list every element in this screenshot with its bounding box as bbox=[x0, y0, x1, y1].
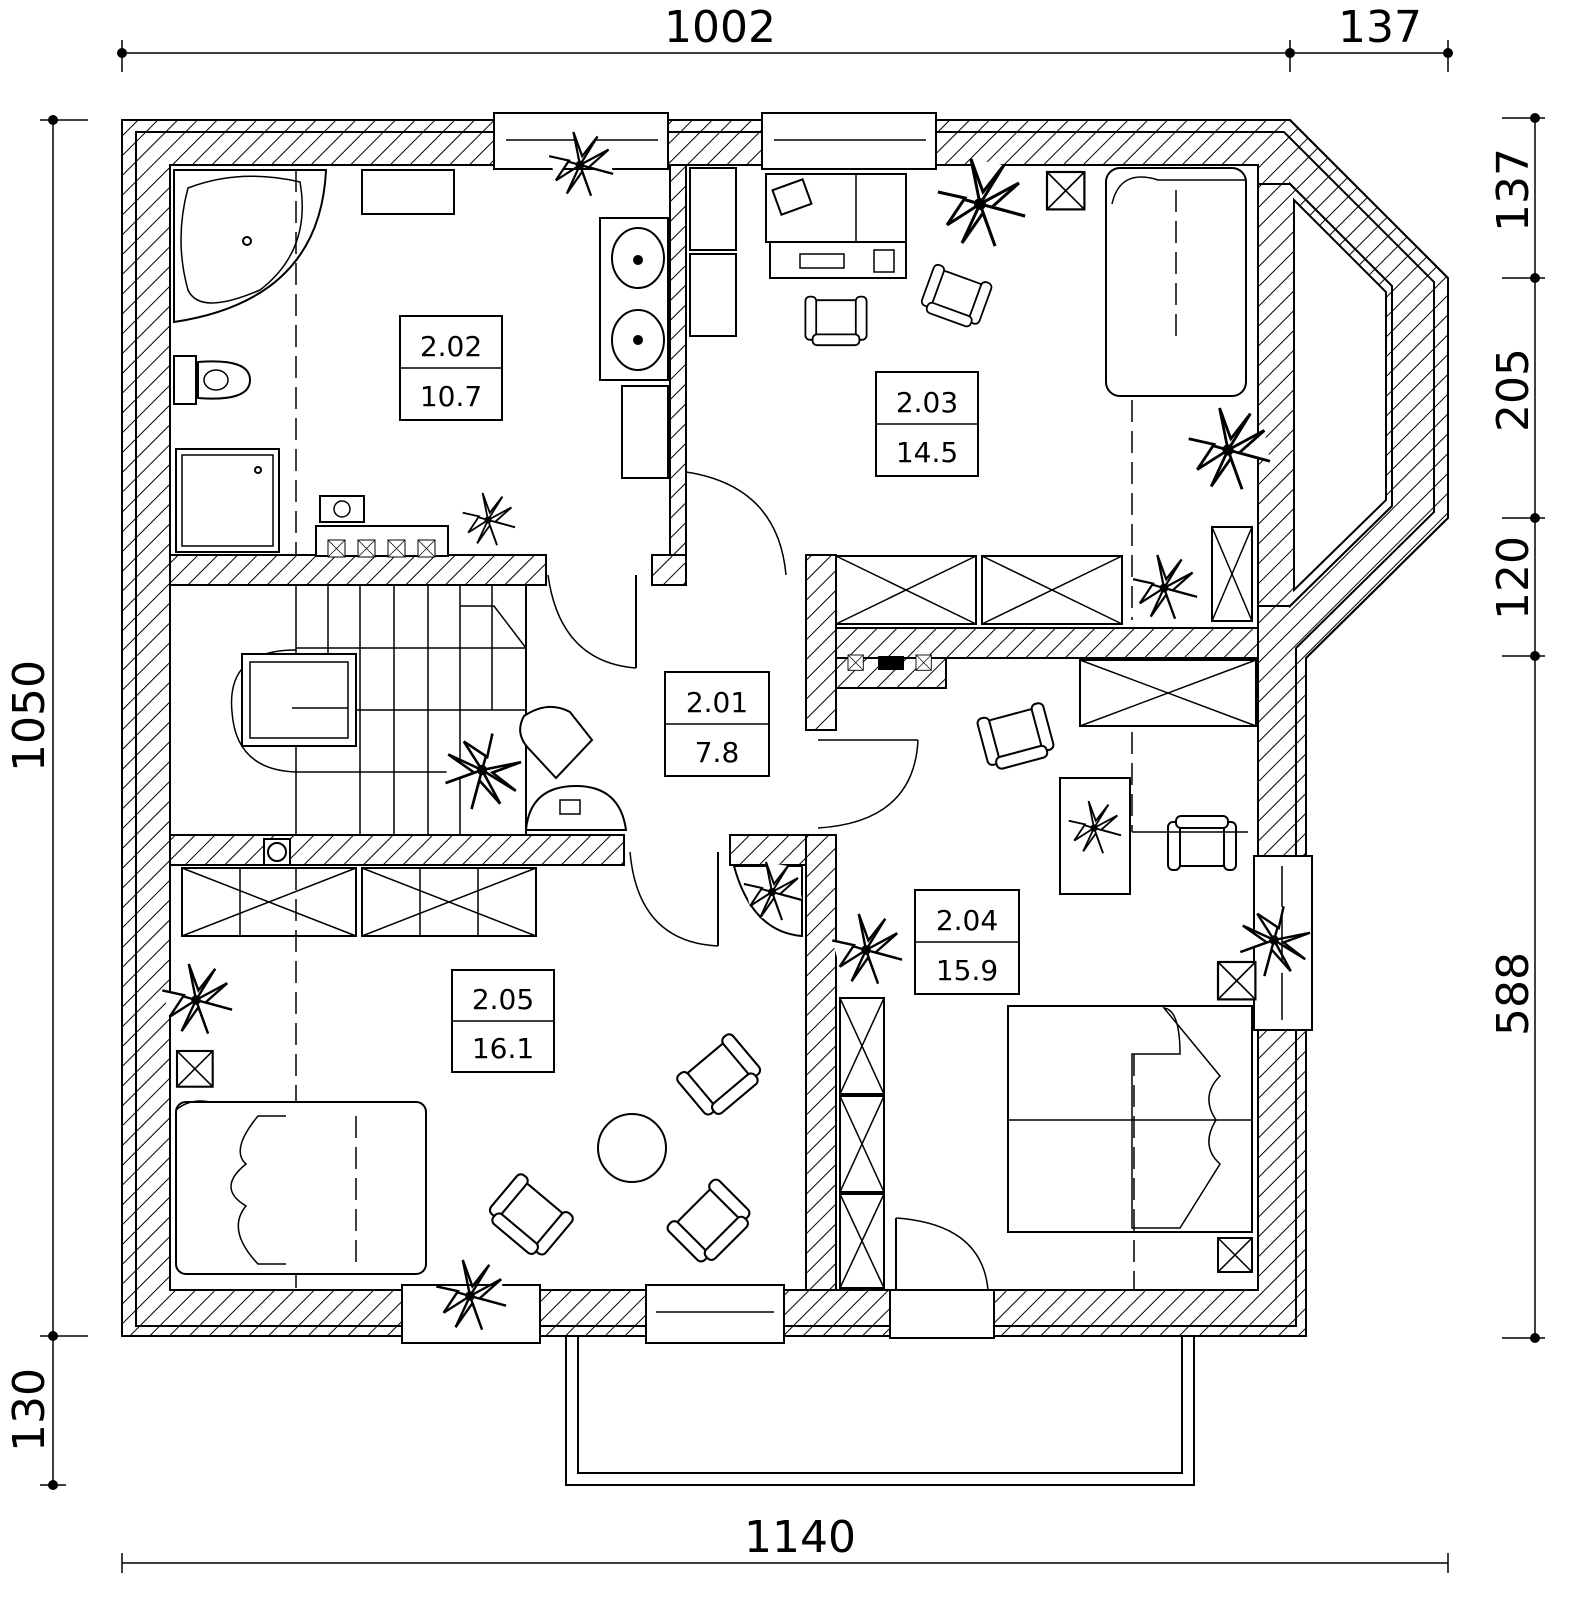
dimension-bottom: 1140 bbox=[121, 1512, 1449, 1573]
exterior-wall bbox=[121, 119, 1449, 1337]
room-area: 10.7 bbox=[420, 380, 482, 413]
room-number: 2.02 bbox=[420, 330, 482, 363]
dimension-137-top: 137 bbox=[1338, 2, 1422, 53]
room-area: 14.5 bbox=[896, 436, 958, 469]
dimension-1140: 1140 bbox=[744, 1512, 856, 1563]
dimension-130: 130 bbox=[4, 1368, 55, 1452]
dimension-1050: 1050 bbox=[4, 660, 55, 772]
dimension-right: 137 205 120 588 bbox=[1488, 113, 1545, 1343]
room-label-2-04: 2.04 15.9 bbox=[914, 889, 1020, 995]
dimension-top: 1002 137 bbox=[117, 2, 1453, 72]
dimension-left: 1050 130 bbox=[4, 115, 88, 1490]
room-number: 2.01 bbox=[686, 686, 748, 719]
room-label-2-01: 2.01 7.8 bbox=[664, 671, 770, 777]
bathroom-fixtures bbox=[173, 130, 669, 558]
dimension-588: 588 bbox=[1488, 952, 1539, 1036]
stairs bbox=[169, 584, 527, 866]
bedroom-2-05-fixtures bbox=[161, 867, 768, 1331]
room-label-2-05: 2.05 16.1 bbox=[451, 969, 555, 1073]
corridor-fixtures bbox=[444, 471, 919, 947]
office-fixtures bbox=[689, 157, 1272, 625]
dimension-1002: 1002 bbox=[664, 2, 776, 53]
bedroom-2-04-fixtures bbox=[831, 654, 1312, 1291]
dimension-205: 205 bbox=[1488, 348, 1539, 432]
room-number: 2.05 bbox=[472, 983, 534, 1016]
dimension-120: 120 bbox=[1488, 536, 1539, 620]
room-area: 7.8 bbox=[695, 736, 740, 769]
room-area: 15.9 bbox=[936, 954, 998, 987]
dimension-137-right: 137 bbox=[1488, 148, 1539, 232]
balcony bbox=[565, 1336, 1195, 1486]
room-number: 2.03 bbox=[896, 386, 958, 419]
room-number: 2.04 bbox=[936, 904, 998, 937]
room-label-2-02: 2.02 10.7 bbox=[399, 315, 503, 421]
room-label-2-03: 2.03 14.5 bbox=[875, 371, 979, 477]
room-area: 16.1 bbox=[472, 1032, 534, 1065]
